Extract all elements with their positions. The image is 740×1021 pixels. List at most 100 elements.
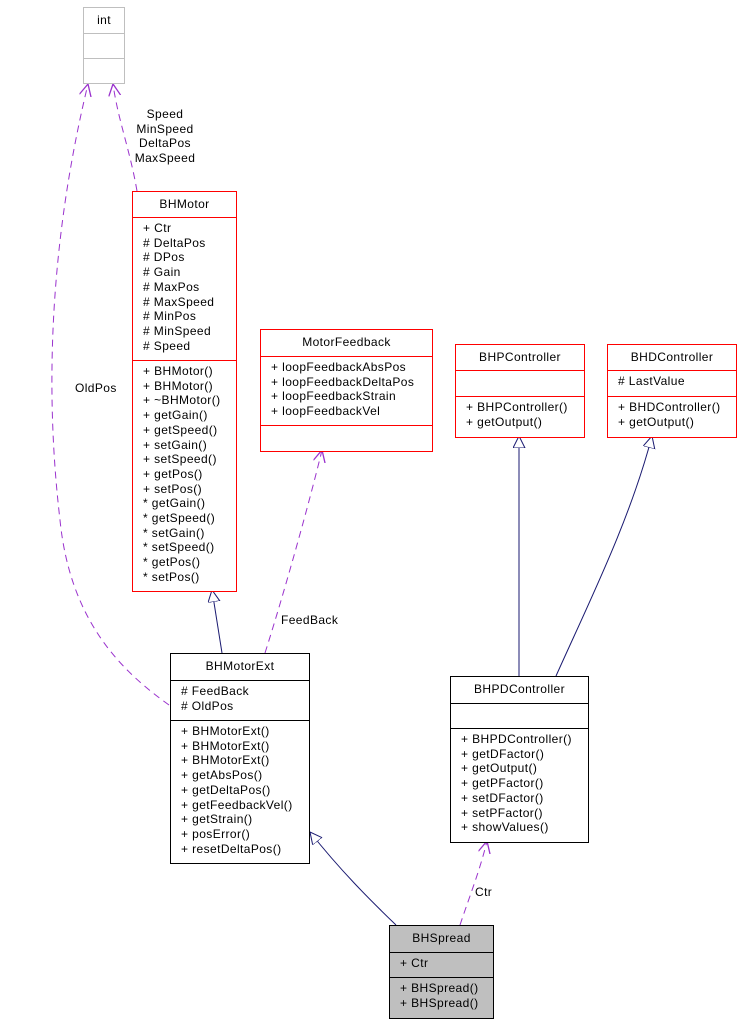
- attribute: + Ctr: [400, 956, 429, 970]
- attributes-section: [451, 703, 588, 728]
- method: + getFeedbackVel(): [181, 797, 293, 812]
- methods-section: + BHPDController()+ getDFactor()+ getOut…: [451, 728, 588, 842]
- class-bhpcontroller[interactable]: BHPController + BHPController()+ getOutpu…: [455, 344, 585, 438]
- methods-section: + BHMotorExt()+ BHMotorExt()+ BHMotorExt…: [171, 720, 309, 863]
- attribute: + loopFeedbackStrain: [271, 389, 397, 404]
- attributes-section: [456, 370, 584, 396]
- method: + BHSpread(): [400, 981, 479, 995]
- method: + getGain(): [143, 408, 208, 423]
- method: * setSpeed(): [143, 540, 215, 555]
- method: + setPFactor(): [461, 805, 543, 820]
- method: + BHDController(): [618, 400, 721, 414]
- method: + getPos(): [143, 466, 203, 481]
- edge-bhmotorext-bhmotor: [212, 590, 223, 654]
- edge-bhspread-bhpd: [459, 841, 487, 926]
- attribute: # DPos: [143, 250, 185, 265]
- attributes-section: [84, 33, 124, 58]
- edge-label-ctr: Ctr: [475, 885, 493, 899]
- attribute: # Speed: [143, 338, 191, 353]
- method: + BHMotor(): [143, 378, 214, 393]
- method: + BHPDController(): [461, 732, 572, 746]
- class-motorfeedback[interactable]: MotorFeedback+ loopFeedbackAbsPos+ loopF…: [260, 329, 433, 452]
- class-name: MotorFeedback: [302, 335, 391, 349]
- method: + BHMotorExt(): [181, 753, 270, 768]
- class-bhmotor[interactable]: BHMotor + Ctr# DeltaPos# DPos# Gain# MaxP…: [132, 191, 237, 592]
- attribute: # MaxPos: [143, 279, 200, 294]
- method: + getDeltaPos(): [181, 782, 271, 797]
- class-bhmotorext[interactable]: BHMotorExt# FeedBack# OldPos+ BHMotorExt…: [170, 653, 310, 864]
- class-name: BHPDController: [474, 682, 565, 696]
- class-name: BHMotorExt: [205, 659, 275, 673]
- class-bhpdcontroller[interactable]: BHPDController + BHPDController()+ getDFa…: [450, 676, 589, 843]
- edge-label-feedback: FeedBack: [281, 613, 339, 627]
- edge-label-line: MinSpeed: [136, 121, 194, 136]
- edge-label-bhmotor-int: Speed MinSpeed DeltaPos MaxSpeed: [130, 107, 200, 165]
- method: + BHSpread(): [400, 995, 479, 1010]
- class-name: BHPController: [479, 350, 561, 364]
- method: + showValues(): [461, 820, 549, 835]
- methods-section: + BHPController()+ getOutput(): [456, 396, 584, 437]
- edge-label-oldpos: OldPos: [75, 381, 117, 395]
- method: + BHMotorExt(): [181, 738, 270, 753]
- edge-bhmotor-int: [113, 84, 138, 192]
- edge-bhspread-bhmotorext: [310, 832, 397, 926]
- attribute: # MinPos: [143, 309, 197, 324]
- attribute: # OldPos: [181, 698, 234, 713]
- method: + ~BHMotor(): [143, 393, 221, 408]
- method: + setDFactor(): [461, 790, 544, 805]
- methods-section: [84, 58, 124, 83]
- class-name: BHDController: [630, 350, 714, 364]
- class-bhspread[interactable]: BHSpread + Ctr + BHSpread()+ BHSpread(): [389, 925, 494, 1019]
- attribute: # Gain: [143, 265, 181, 280]
- attribute: + Ctr: [143, 221, 172, 235]
- attribute: # DeltaPos: [143, 235, 206, 250]
- attributes-section: # FeedBack# OldPos: [171, 680, 309, 720]
- attributes-section: + Ctr# DeltaPos# DPos# Gain# MaxPos# Max…: [133, 217, 236, 360]
- attribute: + loopFeedbackDeltaPos: [271, 374, 415, 389]
- method: + getOutput(): [466, 414, 543, 429]
- method: + posError(): [181, 826, 251, 841]
- method: * setGain(): [143, 525, 205, 540]
- attributes-section: + loopFeedbackAbsPos+ loopFeedbackDeltaP…: [261, 356, 432, 425]
- method: + setSpeed(): [143, 452, 217, 467]
- method: + getOutput(): [618, 414, 695, 429]
- methods-section: [261, 425, 432, 451]
- methods-section: + BHMotor()+ BHMotor()+ ~BHMotor()+ getG…: [133, 360, 236, 591]
- class-name: int: [97, 13, 111, 27]
- edge-bhmotorext-int: [51, 84, 170, 706]
- attribute: # FeedBack: [181, 684, 250, 698]
- edge-label-line: Speed: [146, 107, 184, 121]
- method: + getDFactor(): [461, 746, 545, 761]
- attribute: + loopFeedbackVel: [271, 404, 381, 419]
- edge-label-line: MaxSpeed: [134, 150, 196, 165]
- method: + setPos(): [143, 481, 203, 496]
- methods-section: + BHDController()+ getOutput(): [608, 396, 736, 437]
- method: * setPos(): [143, 569, 200, 584]
- attributes-section: # LastValue: [608, 370, 736, 396]
- method: + getOutput(): [461, 761, 538, 776]
- attribute: # MaxSpeed: [143, 294, 215, 309]
- method: * getGain(): [143, 496, 206, 511]
- method: + setGain(): [143, 437, 208, 452]
- attributes-section: + Ctr: [390, 952, 493, 977]
- method: + getPFactor(): [461, 776, 544, 791]
- class-int[interactable]: int: [83, 7, 125, 84]
- method: + getStrain(): [181, 812, 253, 827]
- edge-bhmotorext-motorfeedback: [264, 450, 322, 654]
- methods-section: + BHSpread()+ BHSpread(): [390, 977, 493, 1018]
- class-name: BHMotor: [159, 197, 210, 211]
- method: + getSpeed(): [143, 422, 218, 437]
- attribute: + loopFeedbackAbsPos: [271, 360, 407, 374]
- attribute: # MinSpeed: [143, 323, 212, 338]
- method: + getAbsPos(): [181, 768, 263, 783]
- method: * getPos(): [143, 555, 201, 570]
- method: + resetDeltaPos(): [181, 841, 282, 856]
- edge-label-line: DeltaPos: [139, 136, 191, 150]
- method: + BHMotor(): [143, 364, 214, 378]
- class-bhdcontroller[interactable]: BHDController# LastValue+ BHDController(…: [607, 344, 737, 438]
- class-name: BHSpread: [412, 931, 471, 945]
- method: + BHMotorExt(): [181, 724, 270, 738]
- method: * getSpeed(): [143, 511, 216, 526]
- edge-bhpd-bhd: [555, 436, 652, 677]
